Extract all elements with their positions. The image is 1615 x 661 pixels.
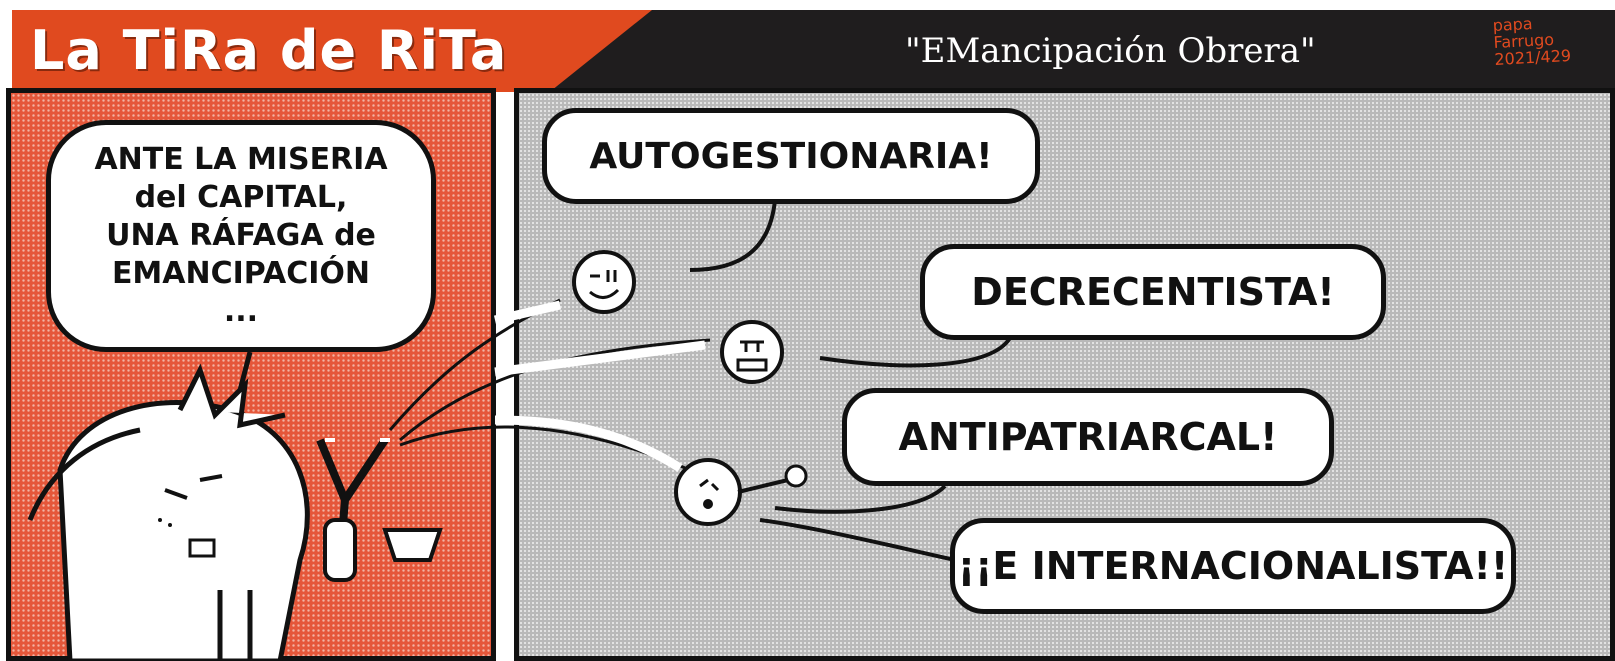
flying-face-3 [674,458,808,526]
flying-face-2 [720,320,784,384]
rita-character [27,363,443,661]
strip-title: La TiRa de RiTa [30,19,508,82]
speech-bubble-internacionalista: ¡¡E INTERNACIONALISTA!! [950,518,1516,614]
speech-bubble-decrecentista: DECRECENTISTA! [920,244,1386,340]
episode-title: "EMancipación Obrera" [905,31,1316,71]
speech-line: ... [223,294,259,329]
speech-bubble-antipatriarcal: ANTIPATRIARCAL! [842,388,1334,486]
speech-line: del CAPITAL, [134,180,348,215]
title-tab [12,10,652,92]
speech-line: EMANCIPACIÓN [111,256,371,291]
speech-bubble-autogestionaria: AUTOGESTIONARIA! [542,108,1040,204]
speech-line: ANTE LA MISERIA [94,142,388,177]
bubble-tails [689,199,1012,562]
motion-streams [388,298,711,472]
flying-face-1 [572,250,636,314]
speech-line: UNA RÁFAGA de [106,218,376,253]
speech-bubble-rita: ANTE LA MISERIA del CAPITAL, UNA RÁFAGA … [46,120,436,352]
